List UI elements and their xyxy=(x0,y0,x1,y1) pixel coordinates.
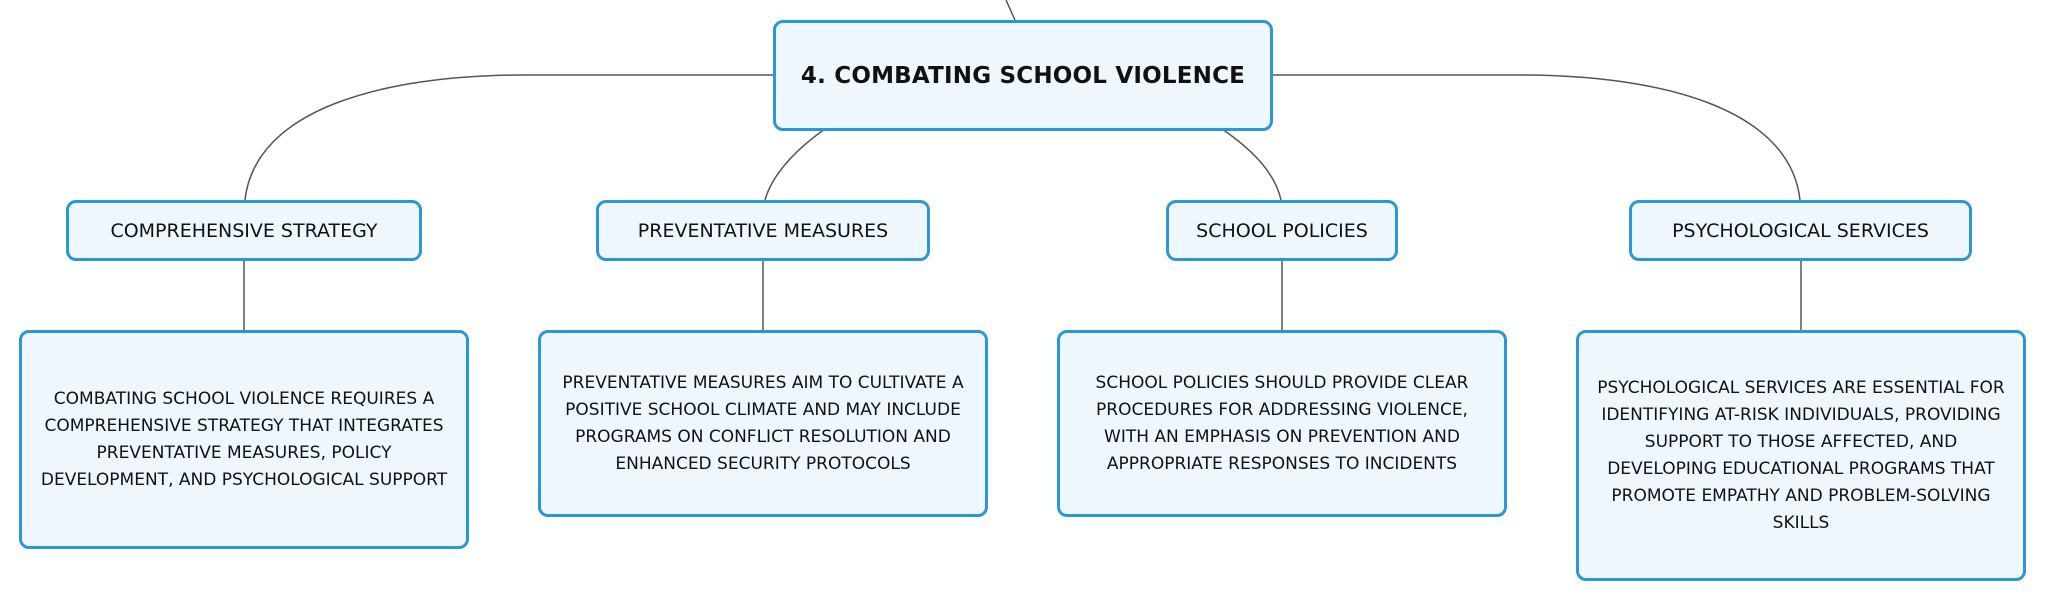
branch-node-preventative-measures[interactable]: PREVENTATIVE MEASURES xyxy=(596,200,930,261)
branch-node-comprehensive-strategy[interactable]: COMPREHENSIVE STRATEGY xyxy=(66,200,422,261)
detail-node-text: PREVENTATIVE MEASURES AIM TO CULTIVATE A… xyxy=(562,372,964,474)
branch-node-label: SCHOOL POLICIES xyxy=(1196,219,1368,242)
detail-node-comprehensive-strategy[interactable]: COMBATING SCHOOL VIOLENCE REQUIRES A COM… xyxy=(19,330,469,549)
root-node-label: 4. COMBATING SCHOOL VIOLENCE xyxy=(800,62,1246,89)
branch-node-label: PREVENTATIVE MEASURES xyxy=(637,219,889,242)
branch-node-psychological-services[interactable]: PSYCHOLOGICAL SERVICES xyxy=(1629,200,1972,261)
branch-node-label: PSYCHOLOGICAL SERVICES xyxy=(1672,219,1929,242)
connector-root-branch-1 xyxy=(244,74,773,201)
connector-parent-root xyxy=(1005,0,1016,21)
branch-node-school-policies[interactable]: SCHOOL POLICIES xyxy=(1166,200,1398,261)
detail-node-text: COMBATING SCHOOL VIOLENCE REQUIRES A COM… xyxy=(40,388,448,490)
detail-node-text: SCHOOL POLICIES SHOULD PROVIDE CLEAR PRO… xyxy=(1095,372,1469,474)
connector-root-branch-4 xyxy=(1272,74,1801,201)
branch-node-label: COMPREHENSIVE STRATEGY xyxy=(110,219,378,242)
detail-node-psychological-services[interactable]: PSYCHOLOGICAL SERVICES ARE ESSENTIAL FOR… xyxy=(1576,330,2026,581)
connector-root-branch-2 xyxy=(764,128,826,201)
detail-node-school-policies[interactable]: SCHOOL POLICIES SHOULD PROVIDE CLEAR PRO… xyxy=(1057,330,1507,517)
detail-node-text: PSYCHOLOGICAL SERVICES ARE ESSENTIAL FOR… xyxy=(1597,377,2005,533)
connector-root-branch-3 xyxy=(1221,128,1282,201)
root-node[interactable]: 4. COMBATING SCHOOL VIOLENCE xyxy=(773,20,1273,131)
detail-node-preventative-measures[interactable]: PREVENTATIVE MEASURES AIM TO CULTIVATE A… xyxy=(538,330,988,517)
